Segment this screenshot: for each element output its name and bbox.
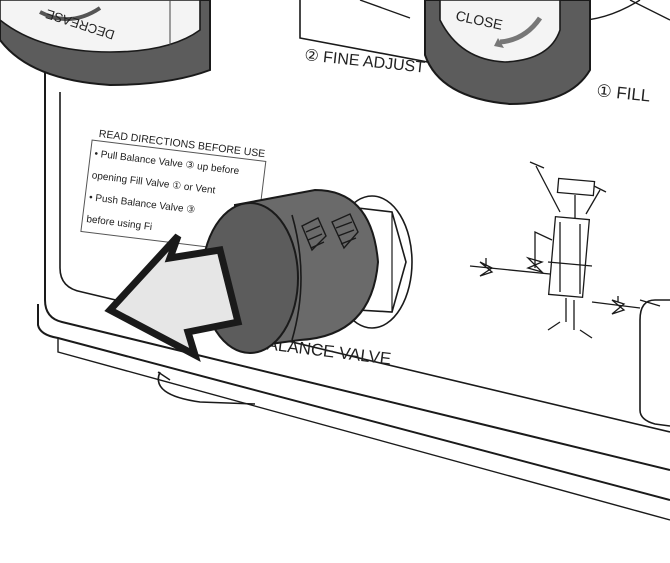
panel-body — [37, 0, 670, 521]
directions-sticker: READ DIRECTIONS BEFORE USE • Pull Balanc… — [80, 128, 267, 254]
valve-schematic — [469, 161, 661, 339]
pull-arrow-icon — [104, 233, 243, 363]
balance-valve-knob — [201, 188, 413, 354]
fill-label: ① FILL — [596, 81, 652, 106]
decrease-knob: DECREASE — [0, 0, 211, 87]
fine-adjust-label: ② FINE ADJUST — [304, 47, 426, 77]
grip-texture — [301, 213, 359, 252]
close-knob: CLOSE — [424, 0, 591, 106]
